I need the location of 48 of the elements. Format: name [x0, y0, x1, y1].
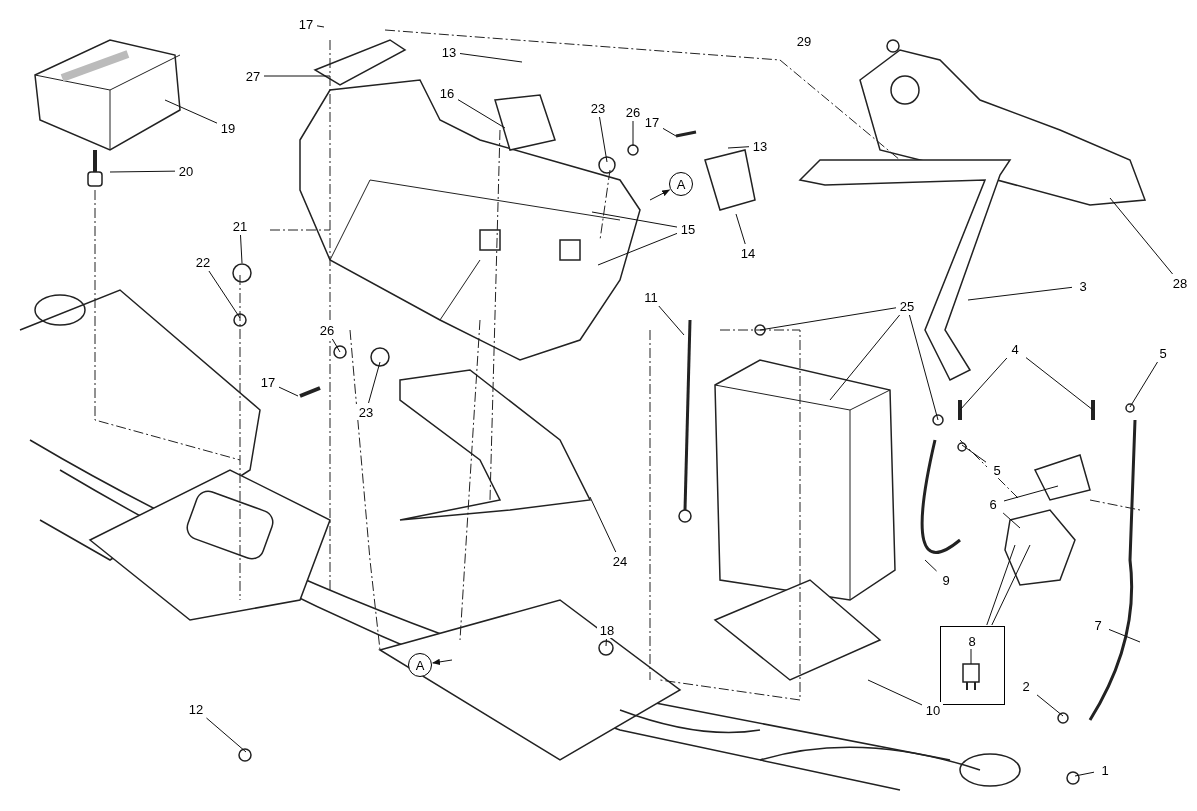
leader-line [589, 496, 617, 553]
leader-line [632, 120, 634, 147]
callout-number: 23 [356, 404, 376, 420]
leader-line [205, 717, 247, 753]
leader-line [759, 307, 897, 331]
leader-line [316, 25, 325, 28]
leader-line [109, 170, 176, 173]
leader-line [1108, 628, 1141, 643]
view-marker: A [669, 172, 693, 196]
view-arrow [649, 189, 671, 201]
leader-line [368, 361, 381, 404]
leader-line [240, 234, 243, 264]
leader-line [331, 338, 341, 353]
view-arrow [432, 658, 453, 666]
leader-line [662, 127, 677, 137]
leader-line [727, 146, 750, 149]
leader-line [1036, 694, 1064, 717]
leader-line [1074, 771, 1095, 777]
leader-line [967, 286, 1073, 301]
leader-line [1109, 197, 1174, 275]
leader-line [986, 544, 1016, 626]
callout-number: 26 [317, 322, 337, 338]
leader-line [1129, 361, 1158, 408]
leader-line [597, 232, 678, 266]
leader-line [961, 444, 987, 463]
leader-line [459, 53, 523, 63]
leader-line [605, 638, 607, 647]
leader-line [1025, 357, 1094, 411]
leader-line [591, 211, 678, 228]
leader-line [658, 305, 685, 336]
leader-line [1003, 485, 1059, 502]
leader-line [278, 386, 299, 397]
leader-line [991, 544, 1031, 626]
leader-line [829, 314, 901, 401]
leader-line [970, 648, 972, 665]
leader-line [924, 559, 938, 572]
leader-line [1002, 512, 1021, 529]
leader-line [457, 99, 506, 129]
leader-line [959, 357, 1008, 411]
leader-line [164, 99, 218, 124]
leader-line [735, 213, 746, 245]
leader-line [208, 270, 241, 319]
leader-line [908, 314, 939, 421]
leader-line [263, 75, 331, 77]
inset-box [940, 626, 1005, 705]
leader-line [599, 116, 608, 163]
leader-line [867, 679, 923, 706]
callout-number: 10 [923, 702, 943, 718]
